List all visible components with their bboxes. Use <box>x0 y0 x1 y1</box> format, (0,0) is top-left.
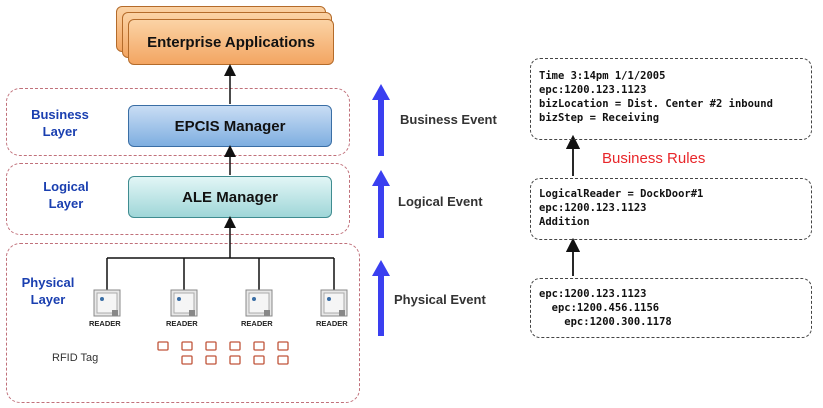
physical-layer-line-1: Physical <box>21 275 75 290</box>
business-info-line-4: bizStep = Receiving <box>539 112 660 124</box>
epcis-manager-box: EPCIS Manager <box>128 105 332 147</box>
logical-event-arrow <box>372 170 390 238</box>
reader-icon-2 <box>170 289 198 317</box>
physical-info-line-2: epc:1200.456.1156 <box>539 302 660 314</box>
business-info-line-3: bizLocation = Dist. Center #2 inbound <box>539 98 773 110</box>
reader-label-2: READER <box>166 319 198 328</box>
logical-info-box: LogicalReader = DockDoor#1 epc:1200.123.… <box>530 178 812 240</box>
reader-icons <box>93 289 348 317</box>
logical-info-line-3: Addition <box>539 216 590 228</box>
reader-icon-1 <box>93 289 121 317</box>
business-layer-box <box>6 88 350 156</box>
logical-event-label: Logical Event <box>398 194 483 209</box>
business-layer-label: Business Layer <box>30 106 90 140</box>
logical-info-line-2: epc:1200.123.1123 <box>539 202 647 214</box>
logical-info-line-1: LogicalReader = DockDoor#1 <box>539 188 704 200</box>
reader-icon-3 <box>245 289 273 317</box>
rfid-tags <box>157 341 289 365</box>
physical-layer-label: Physical Layer <box>18 274 78 308</box>
logical-layer-label: Logical Layer <box>36 178 96 212</box>
physical-event-arrow <box>372 260 390 336</box>
business-layer-line-2: Layer <box>42 124 78 139</box>
business-event-arrow <box>372 84 390 156</box>
business-event-label: Business Event <box>400 112 497 127</box>
physical-info-line-1: epc:1200.123.1123 <box>539 288 647 300</box>
physical-info-box: epc:1200.123.1123 epc:1200.456.1156 epc:… <box>530 278 812 338</box>
rfid-tag-label: RFID Tag <box>52 352 99 364</box>
business-info-box: Time 3:14pm 1/1/2005 epc:1200.123.1123 b… <box>530 58 812 140</box>
business-info-line-2: epc:1200.123.1123 <box>539 84 647 96</box>
reader-label-3: READER <box>241 319 273 328</box>
reader-label-4: READER <box>316 319 348 328</box>
enterprise-applications-box: Enterprise Applications <box>128 19 334 65</box>
business-rules-label: Business Rules <box>602 150 706 167</box>
ale-manager-box: ALE Manager <box>128 176 332 218</box>
logical-layer-box <box>6 163 350 235</box>
physical-event-label: Physical Event <box>394 292 486 307</box>
logical-layer-line-1: Logical <box>43 179 89 194</box>
physical-layer-line-2: Layer <box>30 292 66 307</box>
physical-layer-box <box>6 243 360 403</box>
physical-info-line-3: epc:1200.300.1178 <box>539 316 672 328</box>
reader-label-1: READER <box>89 319 121 328</box>
logical-layer-line-2: Layer <box>48 196 84 211</box>
business-layer-line-1: Business <box>31 107 89 122</box>
business-info-line-1: Time 3:14pm 1/1/2005 <box>539 70 666 82</box>
reader-icon-4 <box>320 289 348 317</box>
